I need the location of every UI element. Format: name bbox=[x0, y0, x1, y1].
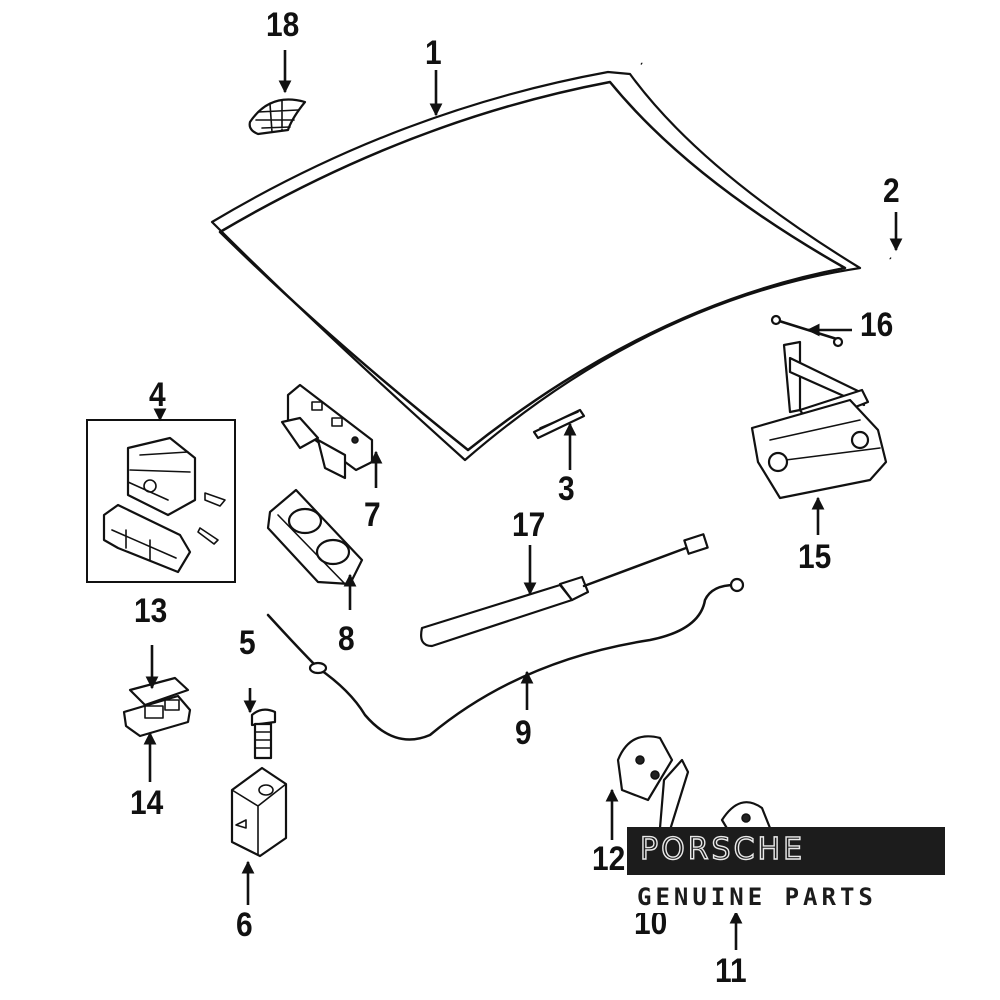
callout-17: 17 bbox=[512, 506, 546, 544]
hood-hinge bbox=[750, 340, 888, 500]
callout-16: 16 bbox=[860, 306, 894, 344]
callout-14: 14 bbox=[130, 784, 164, 822]
callout-2: 2 bbox=[883, 172, 900, 210]
callout-13: 13 bbox=[134, 592, 168, 630]
seal-strip bbox=[640, 62, 892, 260]
logo-brand-text: PORSCHE bbox=[639, 831, 806, 867]
callout-1: 1 bbox=[425, 34, 442, 72]
callout-5: 5 bbox=[239, 624, 256, 662]
callout-7: 7 bbox=[364, 496, 381, 534]
gas-strut bbox=[420, 533, 709, 648]
latch-bracket bbox=[280, 383, 374, 480]
callout-9: 9 bbox=[515, 714, 532, 752]
callout-6: 6 bbox=[236, 906, 253, 944]
callout-11: 11 bbox=[715, 952, 747, 990]
hood-panel bbox=[210, 70, 862, 462]
callout-12: 12 bbox=[592, 840, 626, 878]
callout-3: 3 bbox=[558, 470, 575, 508]
release-cable bbox=[266, 577, 745, 741]
logo-subtitle-background bbox=[627, 875, 945, 913]
logo-brand-bar bbox=[627, 827, 945, 875]
callout-15: 15 bbox=[798, 538, 832, 576]
logo-subtitle-text: GENUINE PARTS bbox=[637, 883, 877, 911]
callout-4: 4 bbox=[149, 376, 166, 414]
crest-emblem bbox=[248, 98, 307, 136]
bolt bbox=[250, 708, 277, 760]
latch-clip bbox=[122, 676, 192, 738]
hinge-rod bbox=[770, 314, 844, 348]
callout-18: 18 bbox=[266, 6, 300, 44]
callout-8: 8 bbox=[338, 620, 355, 658]
latch-plate bbox=[616, 735, 690, 832]
lock-plate bbox=[266, 488, 364, 586]
lock-assembly bbox=[102, 436, 226, 574]
bracket-block bbox=[230, 766, 288, 858]
pad-strip bbox=[532, 408, 586, 440]
